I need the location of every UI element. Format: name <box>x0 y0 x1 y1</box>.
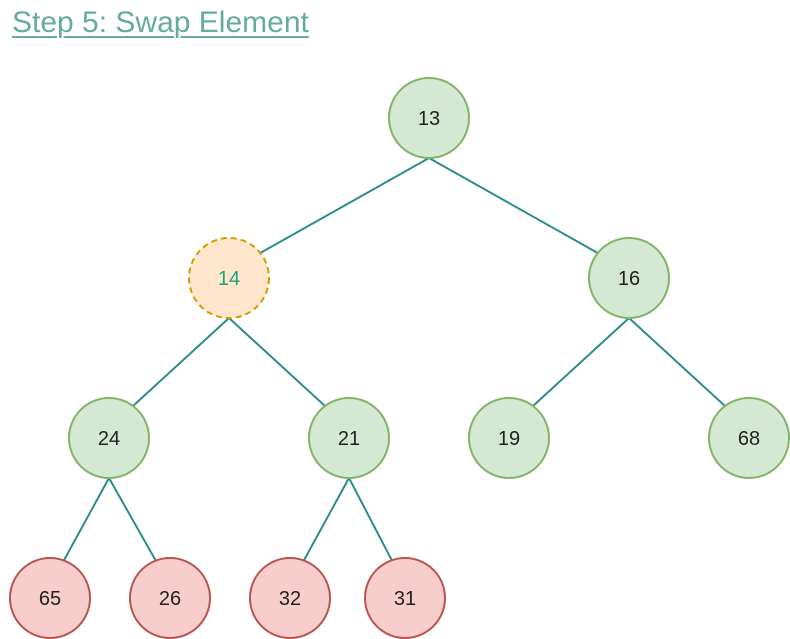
node-label: 32 <box>279 588 301 610</box>
node-68: 68 <box>708 397 790 479</box>
node-13: 13 <box>388 77 470 159</box>
node-label: 13 <box>418 108 440 130</box>
node-26: 26 <box>129 557 211 639</box>
node-label: 65 <box>39 588 61 610</box>
edge-n21-n32 <box>302 477 350 561</box>
page-title: Step 5: Swap Element <box>12 6 309 39</box>
node-circle <box>249 557 331 639</box>
tree-edges <box>62 157 726 562</box>
node-circle <box>129 557 211 639</box>
node-circle <box>708 397 790 479</box>
node-circle <box>588 237 670 319</box>
edge-n24-n65 <box>62 477 110 561</box>
node-circle <box>188 237 270 319</box>
node-label: 26 <box>159 588 181 610</box>
node-label: 31 <box>394 588 416 610</box>
node-16: 16 <box>588 237 670 319</box>
node-32: 32 <box>249 557 331 639</box>
node-31: 31 <box>364 557 446 639</box>
edge-n16-n19 <box>532 317 630 407</box>
node-circle <box>388 77 470 159</box>
node-14: 14 <box>188 237 270 319</box>
edge-n21-n31 <box>348 477 393 561</box>
node-circle <box>68 397 150 479</box>
node-label: 24 <box>98 428 120 450</box>
node-19: 19 <box>468 397 550 479</box>
node-circle <box>308 397 390 479</box>
edge-n24-n26 <box>108 477 157 562</box>
node-label: 68 <box>738 428 760 450</box>
edge-n14-n24 <box>132 317 230 407</box>
node-circle <box>364 557 446 639</box>
node-24: 24 <box>68 397 150 479</box>
node-label: 19 <box>498 428 520 450</box>
node-circle <box>468 397 550 479</box>
edge-n13-n16 <box>428 157 599 254</box>
edge-n16-n68 <box>628 317 726 407</box>
node-label: 21 <box>338 428 360 450</box>
tree-nodes: 13 14 16 24 21 19 68 65 26 32 31 <box>9 77 790 639</box>
edge-n13-n14 <box>259 157 430 254</box>
node-label: 14 <box>218 268 240 290</box>
edge-n14-n21 <box>228 317 326 407</box>
node-circle <box>9 557 91 639</box>
node-21: 21 <box>308 397 390 479</box>
node-label: 16 <box>618 268 640 290</box>
node-65: 65 <box>9 557 91 639</box>
